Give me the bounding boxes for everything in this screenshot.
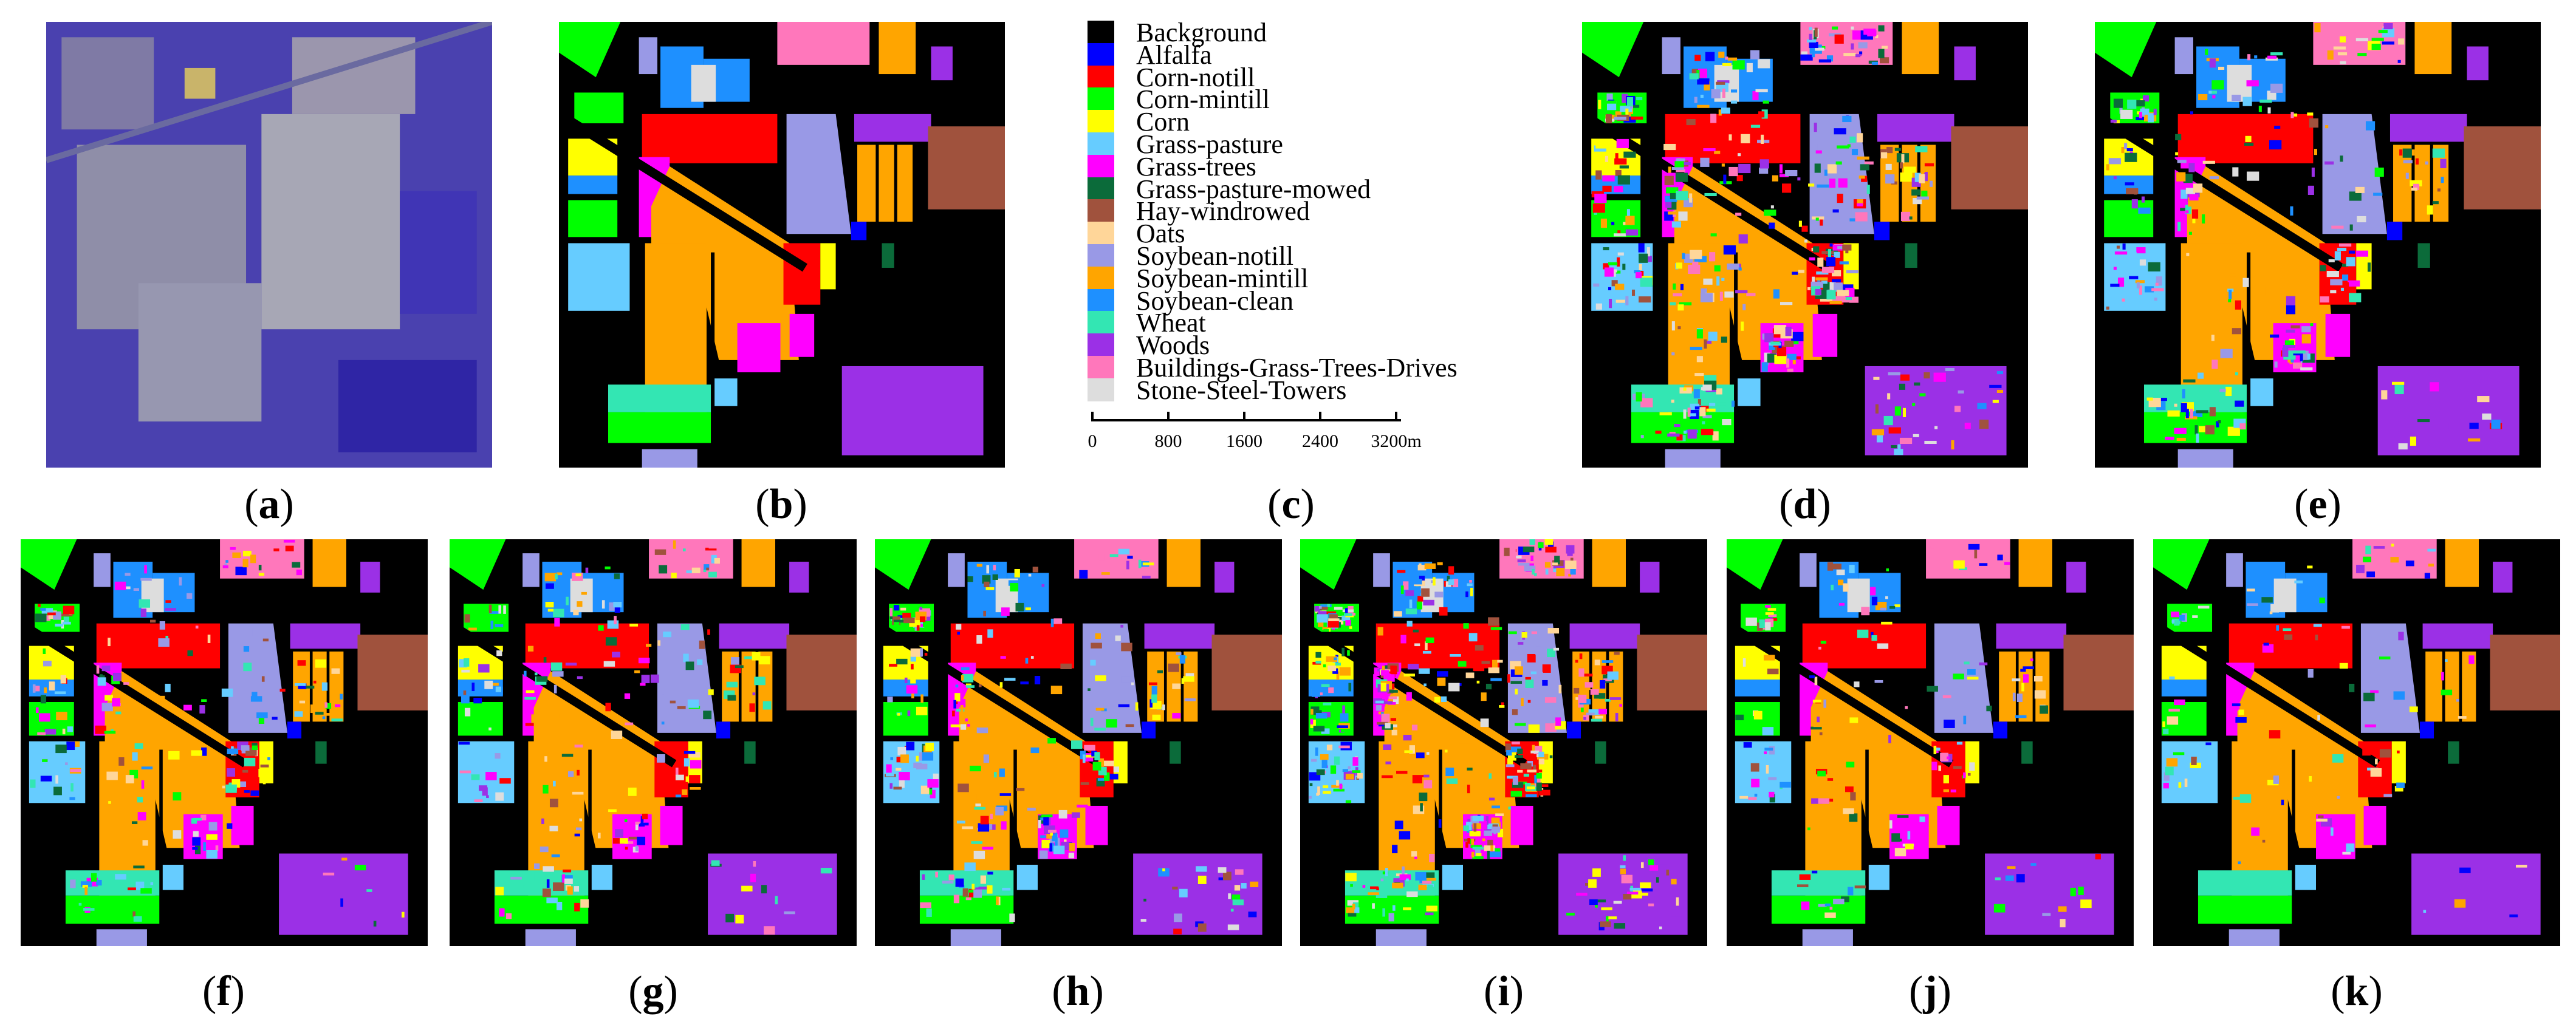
panel-h-label: (h) [1052, 968, 1104, 1015]
scale-bar-tick [1167, 412, 1170, 421]
legend-label: Woods [1136, 330, 1210, 361]
panel-g-label: (g) [628, 968, 678, 1015]
legend-swatch [1088, 244, 1114, 267]
legend-swatch [1088, 21, 1114, 44]
scale-bar: 0 800 1600 2400 3200m [1088, 412, 1422, 468]
panel-b-ground-truth-map [559, 22, 1005, 468]
legend-swatch [1088, 311, 1114, 335]
scale-bar-tick-label: 3200m [1371, 431, 1422, 451]
panel-d-classification-map [1582, 22, 2028, 468]
scale-bar-tick [1243, 412, 1245, 421]
legend-label: Grass-pasture-mowed [1136, 174, 1371, 204]
scale-bar-tick [1319, 412, 1321, 421]
panel-e-label: (e) [2294, 481, 2341, 528]
scale-bar-tick-label: 800 [1154, 431, 1182, 451]
scale-bar-tick [1395, 412, 1397, 421]
legend-swatch [1088, 333, 1114, 357]
false-color-image [46, 22, 492, 468]
panel-a-label: (a) [244, 481, 294, 528]
panel-c-label: (c) [1267, 481, 1315, 528]
legend-label: Soybean-notill [1136, 241, 1294, 271]
legend-label: Oats [1136, 219, 1185, 249]
scale-bar-tick [1091, 412, 1094, 421]
legend-swatch [1088, 110, 1114, 134]
panel-i-label: (i) [1483, 968, 1524, 1015]
legend-swatch [1088, 87, 1114, 111]
legend-label: Buildings-Grass-Trees-Drives [1136, 353, 1458, 383]
panel-f-classification-map [21, 539, 428, 946]
panel-f-label: (f) [202, 968, 245, 1015]
legend-label: Background [1136, 18, 1267, 47]
scale-bar-tick-label: 1600 [1226, 431, 1262, 451]
legend-label: Soybean-mintill [1136, 263, 1309, 293]
legend-label: Corn-notill [1136, 62, 1255, 92]
panel-d-label: (d) [1779, 481, 1831, 528]
legend-swatch [1088, 222, 1114, 245]
panel-k-classification-map [2153, 539, 2560, 946]
legend-swatch [1088, 199, 1114, 223]
legend-swatch [1088, 132, 1114, 155]
legend-label: Soybean-clean [1136, 285, 1293, 316]
legend-swatch [1088, 154, 1114, 178]
legend-swatch [1088, 378, 1114, 401]
panel-i-classification-map [1300, 539, 1707, 946]
panel-a-false-color-image [46, 22, 492, 468]
legend-label: Corn [1136, 107, 1190, 137]
legend-swatch [1088, 288, 1114, 312]
panel-g-classification-map [450, 539, 857, 946]
legend-swatch [1088, 356, 1114, 379]
panel-h-classification-map [875, 539, 1282, 946]
panel-k-label: (k) [2331, 968, 2383, 1015]
scale-bar-tick-label: 2400 [1302, 431, 1338, 451]
legend-label: Grass-pasture [1136, 129, 1283, 159]
legend-label: Corn-mintill [1136, 84, 1270, 115]
legend-swatch [1088, 43, 1114, 66]
legend-swatch [1088, 177, 1114, 200]
scale-bar-line [1091, 419, 1401, 421]
legend-swatch [1088, 65, 1114, 89]
legend-label: Hay-windrowed [1136, 196, 1310, 227]
panel-j-label: (j) [1909, 968, 1951, 1015]
panel-e-classification-map [2095, 22, 2541, 468]
panel-j-classification-map [1727, 539, 2134, 946]
legend-label: Wheat [1136, 308, 1206, 338]
panel-b-label: (b) [755, 481, 807, 528]
legend-label: Stone-Steel-Towers [1136, 375, 1347, 405]
legend-swatch [1088, 266, 1114, 290]
scale-bar-tick-label: 0 [1088, 431, 1097, 451]
legend-label: Grass-trees [1136, 151, 1256, 182]
legend-label: Alfalfa [1136, 39, 1212, 70]
